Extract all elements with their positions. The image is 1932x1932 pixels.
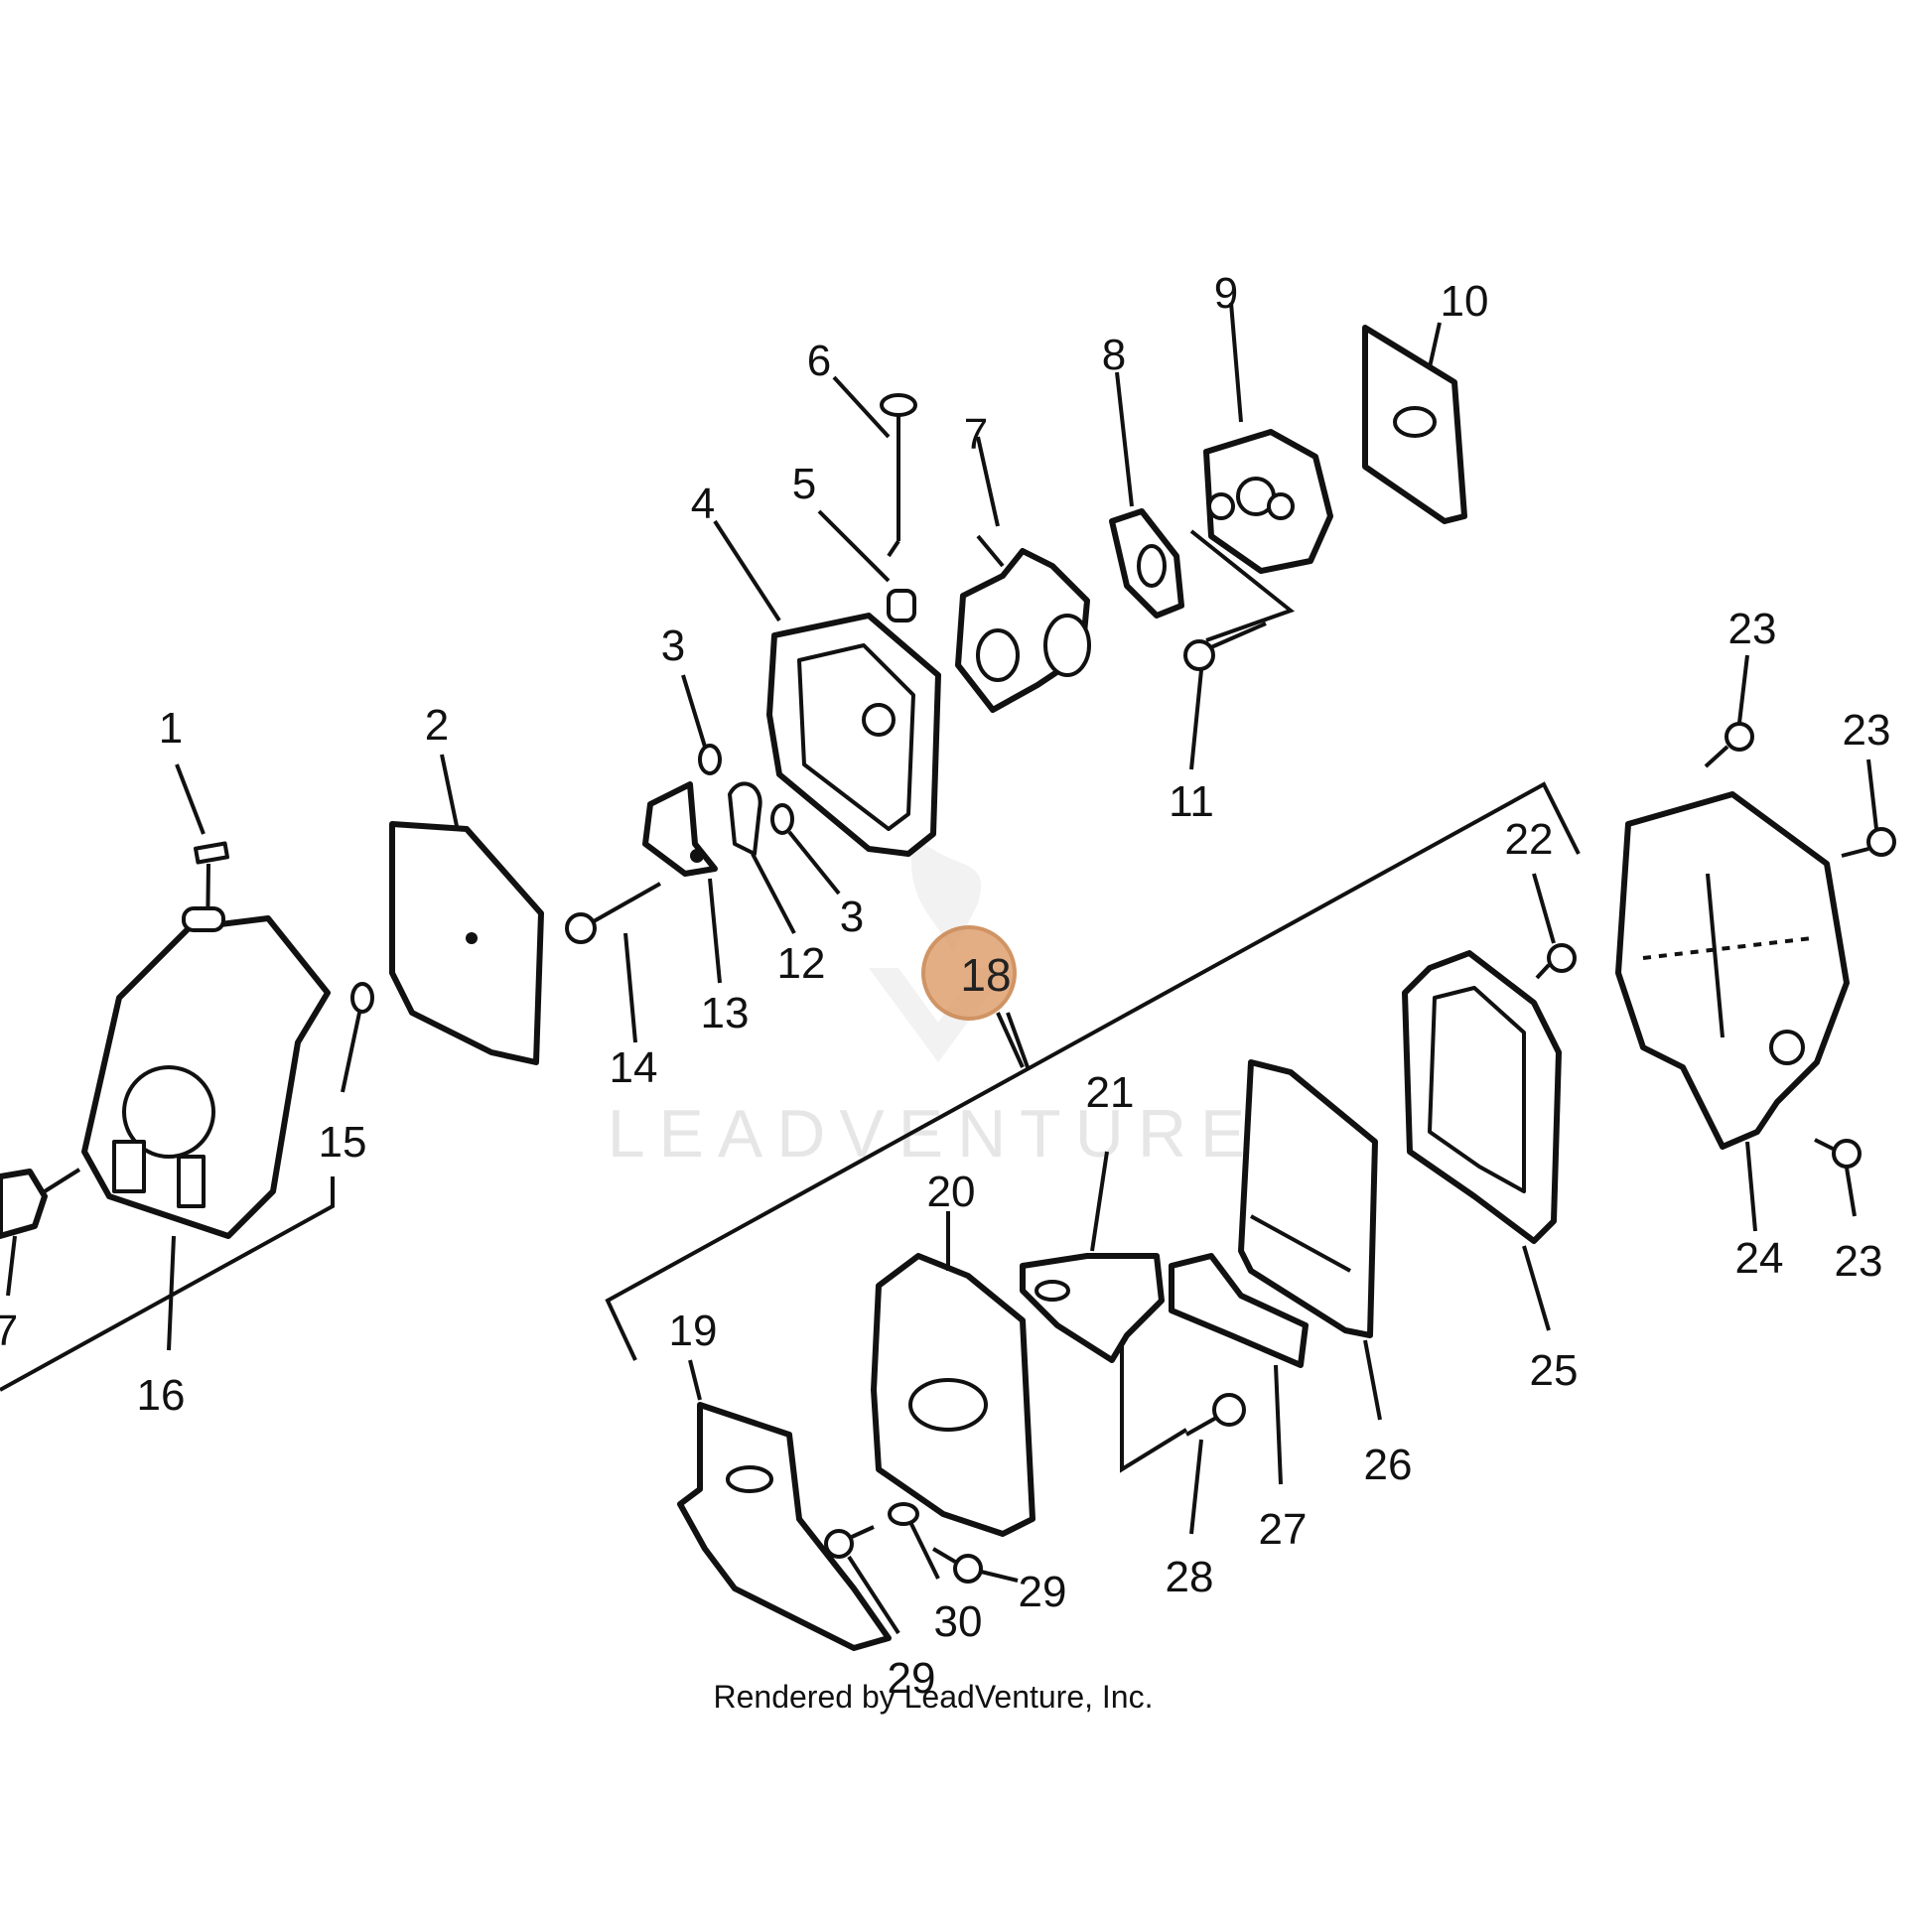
callout-label-7-partial[interactable]: 7: [0, 1307, 18, 1355]
part-22-screw: [1532, 873, 1577, 980]
part-28-bolt: [1185, 1393, 1246, 1535]
part-9-insulator: [1203, 302, 1333, 574]
part-8-gasket: [1109, 371, 1184, 619]
part-11-bolt: [1183, 621, 1267, 770]
part-23-screw-lower: [1814, 1138, 1862, 1217]
part-19-heat-shield: [677, 1359, 892, 1651]
part-15-o-ring: [341, 982, 374, 1093]
callout-label-23-lower[interactable]: 23: [1835, 1237, 1883, 1286]
callout-label-21[interactable]: 21: [1086, 1068, 1135, 1117]
callout-label-23-right[interactable]: 23: [1843, 706, 1891, 755]
callout-label-20[interactable]: 20: [927, 1168, 976, 1216]
callout-label-19[interactable]: 19: [669, 1307, 718, 1355]
callout-label-26[interactable]: 26: [1364, 1441, 1413, 1489]
part-3-washer-upper: [681, 674, 722, 775]
part-6-rod: [832, 375, 917, 558]
callout-label-15[interactable]: 15: [319, 1118, 367, 1167]
part-10-gasket: [1362, 322, 1467, 524]
part-26-gasket: [1238, 1059, 1382, 1421]
watermark-text: LEADVENTURE: [608, 1096, 1260, 1172]
part-16-air-cleaner-cover: [81, 906, 331, 1351]
callout-label-28[interactable]: 28: [1166, 1553, 1214, 1601]
part-24-muffler-cover: [1615, 791, 1850, 1232]
callout-label-30[interactable]: 30: [934, 1597, 983, 1646]
highlight-circle: [921, 925, 1017, 1021]
part-17-knob: [0, 1168, 81, 1297]
part-13-bracket: [642, 781, 722, 984]
part-21-deflector: [1020, 1151, 1165, 1363]
part-30-nut: [888, 1502, 940, 1580]
callout-label-3-lower[interactable]: 3: [840, 893, 864, 941]
part-20-muffler: [871, 1211, 1035, 1537]
part-14-bolt: [565, 882, 661, 1043]
part-12-clip: [728, 781, 796, 934]
callout-label-16[interactable]: 16: [137, 1371, 186, 1420]
callout-label-11[interactable]: 11: [1169, 777, 1214, 826]
part-25-muffler-body: [1402, 950, 1562, 1331]
watermark: LEADVENTURE: [608, 834, 1260, 1172]
callout-label-23-upper[interactable]: 23: [1728, 605, 1777, 653]
callout-label-6[interactable]: 6: [807, 337, 831, 385]
callout-label-14[interactable]: 14: [610, 1043, 658, 1092]
callout-label-29-right[interactable]: 29: [1019, 1568, 1067, 1616]
callout-label-18[interactable]: 18: [960, 949, 1011, 1001]
part-29-bolt-right: [931, 1547, 1019, 1584]
callout-label-24[interactable]: 24: [1735, 1234, 1784, 1283]
callout-labels: 1 2 3 3 4 5 6 7 8 9 10 11 12 13 14 15 16…: [0, 269, 1890, 1703]
callout-label-7[interactable]: 7: [964, 410, 988, 459]
callout-18-highlight[interactable]: 18: [921, 925, 1025, 1068]
part-5-grommet: [817, 509, 916, 622]
callout-label-5[interactable]: 5: [792, 460, 816, 508]
callout-label-13[interactable]: 13: [701, 989, 750, 1037]
callout-label-22[interactable]: 22: [1505, 815, 1554, 864]
part-27-spark-arrestor: [1169, 1253, 1309, 1485]
part-2-air-filter: [389, 754, 544, 1065]
callout-label-25[interactable]: 25: [1530, 1346, 1579, 1395]
callout-label-9[interactable]: 9: [1214, 269, 1238, 318]
part-7-carburetor: [955, 436, 1091, 713]
callout-label-29-left[interactable]: 29: [888, 1654, 936, 1703]
callout-label-12[interactable]: 12: [777, 939, 826, 988]
callout-label-3-upper[interactable]: 3: [661, 621, 685, 670]
part-4-air-cleaner-base: [713, 519, 941, 857]
callout-label-2[interactable]: 2: [425, 701, 449, 750]
footer-credit: Rendered by LeadVenture, Inc.: [714, 1679, 1154, 1715]
callout-label-1[interactable]: 1: [159, 704, 183, 753]
callout-label-4[interactable]: 4: [691, 480, 715, 528]
part-29-bolt-left: [824, 1525, 900, 1635]
callout-label-8[interactable]: 8: [1102, 331, 1126, 379]
part-3-washer-lower: [770, 803, 841, 896]
callout-label-27[interactable]: 27: [1259, 1505, 1308, 1554]
part-23-screw-upper: [1704, 654, 1754, 768]
part-23-screw-right: [1841, 759, 1896, 858]
callout-label-10[interactable]: 10: [1441, 277, 1489, 326]
assembly-lines: [0, 529, 1581, 1473]
